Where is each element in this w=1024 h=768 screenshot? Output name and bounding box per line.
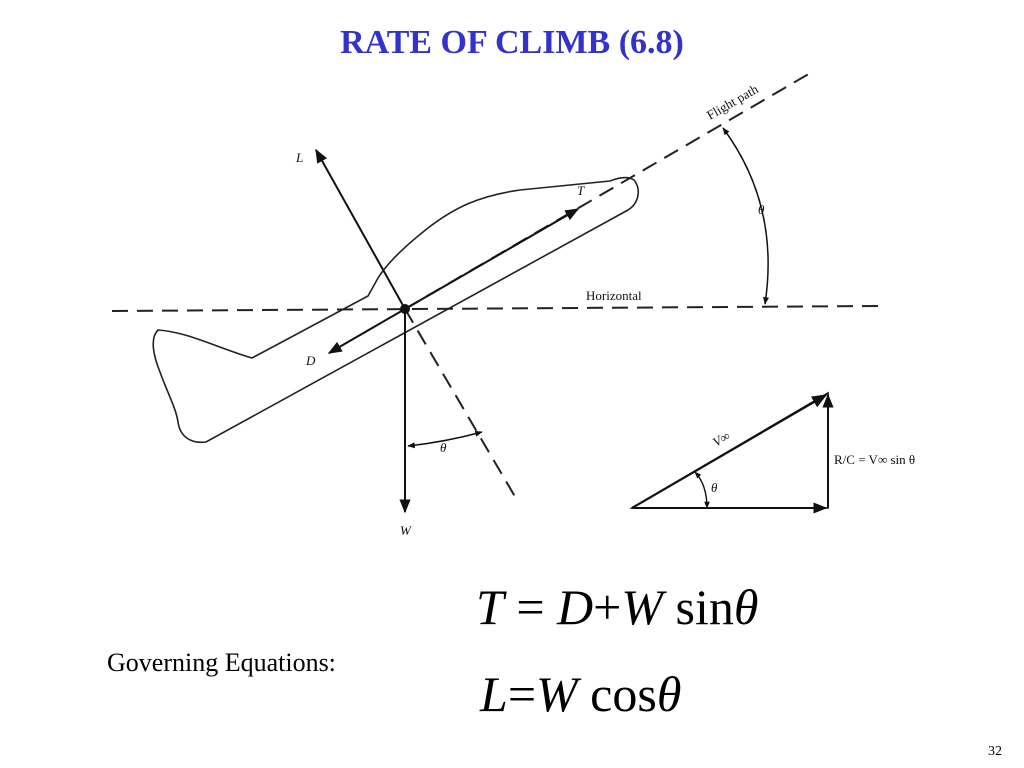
drag-arrow (327, 308, 406, 354)
equation-lift: L=W cosθ (480, 666, 682, 722)
velocity-arrow (631, 394, 828, 509)
horizontal-label: Horizontal (586, 288, 642, 303)
thrust-label: T (577, 183, 585, 198)
theta-label-upper: θ (758, 202, 765, 217)
slide-title: RATE OF CLIMB (6.8) (340, 24, 684, 61)
equation-thrust: T = D+W sinθ (476, 579, 759, 635)
airplane-outline (152, 176, 640, 444)
theta-arc-upper (722, 127, 769, 305)
theta-arc-triangle (694, 471, 710, 509)
weight-label: W (400, 523, 412, 538)
theta-arc-lower (407, 430, 483, 449)
rate-of-climb-label: R/C = V∞ sin θ (834, 452, 915, 467)
horizontal-line (111, 305, 879, 312)
flight-path-label: Flight path (704, 81, 761, 123)
lift-arrow (315, 148, 406, 310)
page-number: 32 (988, 744, 1002, 759)
climb-force-diagram: Flight path Horizontal θ θ L T D W θ V∞ … (111, 71, 915, 538)
drag-label: D (305, 353, 316, 368)
theta-label-lower: θ (440, 440, 447, 455)
center-of-gravity (400, 304, 410, 314)
thrust-arrow (404, 208, 580, 310)
governing-equations-label: Governing Equations: (107, 648, 336, 677)
lift-label: L (295, 150, 303, 165)
normal-dashed-line (404, 308, 518, 501)
theta-label-triangle: θ (711, 480, 718, 495)
velocity-label: V∞ (710, 428, 732, 450)
